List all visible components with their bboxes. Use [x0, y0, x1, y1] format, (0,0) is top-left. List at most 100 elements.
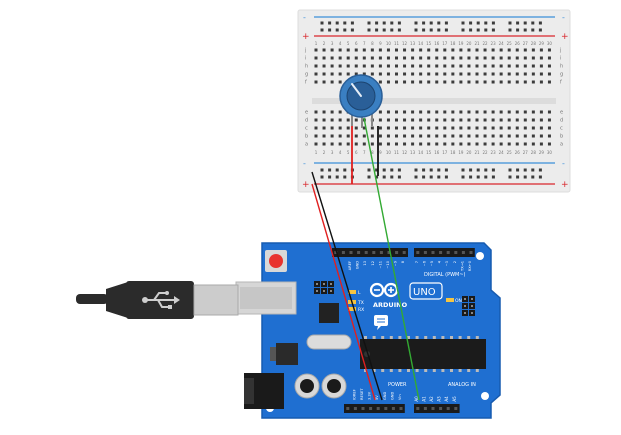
- terminal-hole: [395, 48, 398, 52]
- terminal-hole: [515, 110, 519, 114]
- column-number-bottom: 4: [339, 150, 342, 155]
- terminal-hole: [427, 48, 431, 52]
- analog-header-socket[interactable]: [454, 407, 458, 410]
- digital-header-right-socket[interactable]: [416, 251, 420, 254]
- digital-pin-label: ~10: [386, 260, 390, 268]
- column-number-bottom: 21: [474, 150, 480, 155]
- row-letter-left: g: [305, 72, 308, 78]
- analog-header-socket[interactable]: [423, 407, 427, 410]
- terminal-hole: [354, 48, 358, 52]
- usb-cable[interactable]: [76, 281, 239, 319]
- power-header-socket[interactable]: [369, 407, 373, 410]
- rail-hole: [469, 168, 473, 172]
- terminal-hole: [451, 134, 455, 138]
- potentiometer[interactable]: [339, 74, 383, 128]
- column-number-bottom: 8: [371, 150, 374, 155]
- column-number-bottom: 26: [515, 150, 521, 155]
- terminal-hole: [419, 48, 423, 52]
- rail-hole: [531, 21, 535, 25]
- led-on: [446, 298, 454, 302]
- terminal-hole: [451, 142, 455, 146]
- icsp-main-pin-tip: [464, 305, 466, 307]
- terminal-hole: [459, 72, 463, 76]
- column-number-top: 25: [507, 41, 513, 46]
- analog-header-socket[interactable]: [431, 407, 435, 410]
- terminal-hole: [475, 80, 479, 84]
- digital-header-left-socket[interactable]: [341, 251, 345, 254]
- power-header-socket[interactable]: [353, 407, 357, 410]
- rail-hole: [531, 168, 535, 172]
- digital-header-right-socket[interactable]: [454, 251, 458, 254]
- digital-header-left-socket[interactable]: [364, 251, 368, 254]
- digital-header-right-socket[interactable]: [446, 251, 450, 254]
- rail-hole: [508, 168, 512, 172]
- terminal-hole: [491, 56, 495, 60]
- terminal-hole: [338, 80, 342, 84]
- top-rail-plus-label-right: +: [561, 32, 569, 42]
- bottom-rail-plus-label: +: [302, 180, 310, 190]
- power-header-socket[interactable]: [399, 407, 403, 410]
- digital-header-left-socket[interactable]: [395, 251, 399, 254]
- terminal-hole: [330, 118, 334, 122]
- terminal-hole: [314, 56, 318, 60]
- row-letter-left: c: [305, 126, 308, 132]
- icsp-usb-pin-tip: [316, 283, 318, 285]
- terminal-hole: [459, 126, 463, 130]
- column-number-bottom: 17: [442, 150, 448, 155]
- digital-header-right-socket[interactable]: [469, 251, 473, 254]
- digital-header-right-socket[interactable]: [461, 251, 465, 254]
- terminal-hole: [475, 142, 479, 146]
- digital-header-right-socket[interactable]: [423, 251, 427, 254]
- terminal-hole: [330, 48, 334, 52]
- power-header-socket[interactable]: [384, 407, 388, 410]
- power-header-socket[interactable]: [361, 407, 365, 410]
- column-number-top: 24: [499, 41, 505, 46]
- terminal-hole: [403, 64, 407, 68]
- power-header-socket[interactable]: [391, 407, 395, 410]
- chip-pin: [415, 369, 419, 372]
- terminal-hole: [370, 134, 374, 138]
- voltage-regulator-tab: [270, 347, 276, 361]
- terminal-hole: [427, 110, 431, 114]
- row-letter-right: g: [560, 72, 563, 78]
- chip-pin: [364, 336, 367, 339]
- power-header-socket[interactable]: [346, 407, 350, 410]
- rail-hole: [523, 175, 527, 179]
- digital-header-left-socket[interactable]: [387, 251, 391, 254]
- icsp-main-pin-tip: [471, 312, 473, 314]
- terminal-hole: [346, 142, 350, 146]
- analog-header-socket[interactable]: [416, 407, 420, 410]
- led-rx: [348, 307, 356, 311]
- column-number-bottom: 18: [450, 150, 456, 155]
- rail-hole: [350, 28, 354, 32]
- power-header-socket[interactable]: [376, 407, 380, 410]
- terminal-hole: [403, 134, 407, 138]
- power-header-housing: [344, 404, 405, 413]
- bottom-rail-plus-label-right: +: [561, 180, 569, 190]
- terminal-hole: [322, 110, 326, 114]
- rail-hole: [328, 21, 332, 25]
- terminal-hole: [499, 110, 503, 114]
- analog-pin-label: A2: [429, 396, 434, 402]
- terminal-hole: [435, 118, 439, 122]
- digital-header-right-socket[interactable]: [431, 251, 435, 254]
- digital-header-left-socket[interactable]: [349, 251, 353, 254]
- digital-header-right-socket[interactable]: [439, 251, 443, 254]
- digital-header-left-socket[interactable]: [357, 251, 361, 254]
- analog-header-socket[interactable]: [439, 407, 443, 410]
- terminal-hole: [354, 56, 358, 60]
- digital-header-left-socket[interactable]: [402, 251, 406, 254]
- rail-hole: [437, 168, 441, 172]
- analog-header-socket[interactable]: [446, 407, 450, 410]
- capacitor-2: [321, 373, 347, 399]
- digital-header-left-socket[interactable]: [334, 251, 338, 254]
- reset-button[interactable]: [269, 254, 283, 268]
- terminal-hole: [427, 80, 431, 84]
- terminal-hole: [386, 80, 390, 84]
- icsp-header-main: [462, 296, 475, 316]
- rail-hole: [343, 28, 347, 32]
- digital-header-left-socket[interactable]: [372, 251, 376, 254]
- terminal-hole: [338, 118, 342, 122]
- terminal-hole: [499, 126, 503, 130]
- digital-header-left-socket[interactable]: [379, 251, 383, 254]
